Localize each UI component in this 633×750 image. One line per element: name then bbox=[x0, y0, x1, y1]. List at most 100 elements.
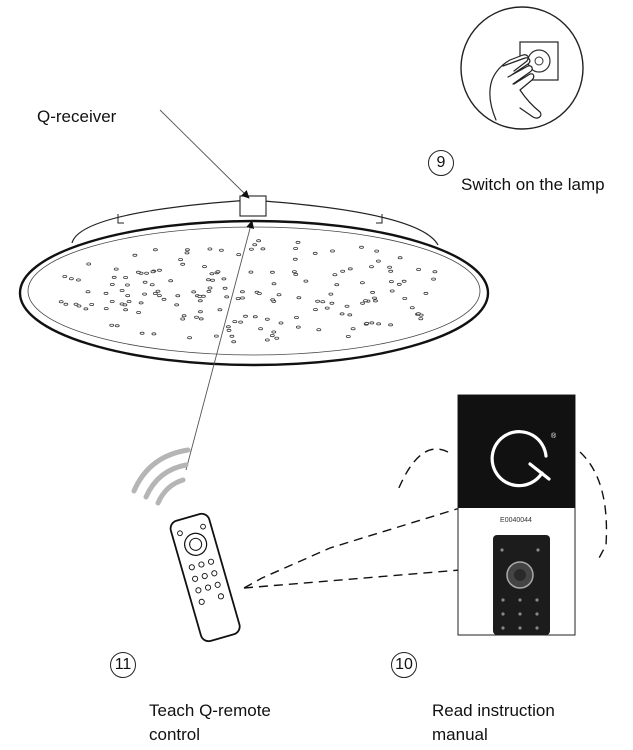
lamp-star-dot bbox=[345, 334, 351, 338]
lamp-star-dot bbox=[260, 247, 266, 251]
lamp-star-dot bbox=[364, 321, 370, 325]
q-logo-icon bbox=[490, 430, 548, 488]
lamp-star-dot bbox=[180, 317, 186, 321]
lamp-star-dot bbox=[197, 294, 203, 298]
lamp-star-dot bbox=[138, 301, 144, 305]
lamp-star-dot bbox=[178, 258, 184, 262]
lamp-star-dot bbox=[205, 278, 211, 282]
lamp-star-dot bbox=[324, 306, 330, 310]
lamp-star-dot bbox=[123, 308, 128, 312]
lamp-star-dot bbox=[225, 325, 231, 329]
lamp-star-dot bbox=[264, 338, 270, 342]
lamp-star-dot bbox=[142, 280, 148, 284]
lamp-star-dot bbox=[109, 323, 115, 327]
lamp-star-dot bbox=[313, 308, 318, 312]
lamp-star-dot bbox=[152, 248, 158, 252]
lamp-star-dot bbox=[401, 279, 407, 283]
q-receiver-label: Q-receiver bbox=[37, 107, 117, 126]
lamp-star-dot bbox=[218, 248, 224, 252]
lamp-star-dot bbox=[76, 304, 82, 308]
lamp-star-dot bbox=[125, 283, 130, 287]
lamp-star-dot bbox=[293, 246, 299, 250]
switch-on-label: Switch on the lamp bbox=[461, 175, 605, 194]
lamp-star-dot bbox=[256, 239, 262, 243]
lamp-star-dots bbox=[58, 239, 438, 344]
lamp-star-dot bbox=[347, 313, 353, 317]
lamp-star-dot bbox=[328, 292, 334, 296]
lamp-star-dot bbox=[248, 270, 254, 274]
step-number-teach: 11 bbox=[110, 652, 136, 678]
lamp-star-dot bbox=[197, 310, 203, 314]
lamp-star-dot bbox=[388, 280, 394, 284]
lamp-star-dot bbox=[181, 314, 187, 318]
lamp-star-dot bbox=[294, 315, 299, 319]
lamp-star-dot bbox=[103, 291, 109, 295]
lamp-star-dot bbox=[73, 302, 79, 306]
teach-remote-label-line2: control bbox=[149, 725, 201, 744]
lamp-star-dot bbox=[416, 267, 422, 271]
receiver-pointer-line bbox=[159, 109, 250, 199]
lamp-star-dot bbox=[187, 336, 193, 340]
lamp-star-dot bbox=[222, 286, 228, 290]
lamp-star-dot bbox=[226, 328, 232, 332]
lamp-star-dot bbox=[126, 299, 132, 303]
lamp-star-dot bbox=[123, 275, 128, 279]
lamp-star-dot bbox=[271, 330, 277, 334]
lamp-star-dot bbox=[85, 290, 91, 294]
lamp-star-dot bbox=[432, 270, 438, 274]
lamp-star-dot bbox=[303, 279, 309, 283]
step-number-switch: 9 bbox=[428, 150, 454, 176]
lamp-star-dot bbox=[142, 292, 148, 296]
lamp-star-dot bbox=[122, 303, 128, 307]
signal-waves-icon bbox=[131, 447, 191, 506]
lamp-star-dot bbox=[373, 299, 378, 303]
lamp-star-dot bbox=[197, 299, 203, 303]
lamp-star-dot bbox=[329, 301, 335, 305]
lamp-star-dot bbox=[58, 300, 64, 304]
teach-remote-label-line1: Teach Q-remote bbox=[149, 701, 271, 720]
manual-dark-cover bbox=[458, 395, 575, 508]
lamp-star-dot bbox=[83, 307, 89, 311]
lamp-star-dot bbox=[312, 251, 318, 255]
lamp-star-dot bbox=[374, 249, 380, 253]
lamp-star-dot bbox=[278, 321, 284, 325]
lamp-star-dot bbox=[238, 320, 244, 324]
lamp-star-dot bbox=[109, 299, 115, 303]
lamp-star-dot bbox=[111, 275, 117, 279]
lamp-star-dot bbox=[103, 307, 109, 311]
lamp-star-dot bbox=[125, 294, 131, 298]
lamp-star-dot bbox=[316, 328, 322, 332]
lamp-star-dot bbox=[194, 315, 199, 319]
lamp-star-dot bbox=[296, 296, 302, 300]
lamp-star-dot bbox=[270, 298, 276, 302]
lamp-star-dot bbox=[252, 315, 258, 319]
lamp-star-dot bbox=[62, 274, 68, 278]
lamp-star-dot bbox=[236, 253, 242, 257]
remote-control bbox=[169, 512, 241, 643]
lamp-star-dot bbox=[136, 310, 142, 314]
lamp-star-dot bbox=[198, 317, 204, 321]
lamp-star-dot bbox=[202, 265, 207, 269]
lamp-star-dot bbox=[340, 269, 346, 273]
lamp-star-dot bbox=[397, 256, 403, 260]
lamp-star-dot bbox=[363, 299, 368, 303]
lamp-star-dot bbox=[184, 251, 190, 255]
lamp-star-dot bbox=[215, 270, 221, 274]
lamp-star-dot bbox=[315, 299, 321, 303]
lamp-star-dot bbox=[375, 259, 381, 263]
lamp-star-dot bbox=[209, 272, 215, 276]
lamp-star-dot bbox=[276, 293, 282, 297]
lamp-star-dot bbox=[152, 291, 158, 295]
wall-switch-illustration bbox=[460, 6, 584, 130]
lamp-star-dot bbox=[161, 297, 167, 301]
lamp-star-dot bbox=[269, 270, 275, 274]
lamp-star-dot bbox=[168, 279, 174, 283]
lamp-star-dot bbox=[89, 302, 95, 306]
lamp-star-dot bbox=[295, 240, 301, 244]
lamp-star-dot bbox=[372, 296, 377, 300]
lamp-star-dot bbox=[224, 295, 230, 299]
lamp-star-dot bbox=[370, 290, 376, 294]
lamp-star-dot bbox=[239, 290, 245, 294]
lamp-star-dot bbox=[231, 340, 237, 344]
